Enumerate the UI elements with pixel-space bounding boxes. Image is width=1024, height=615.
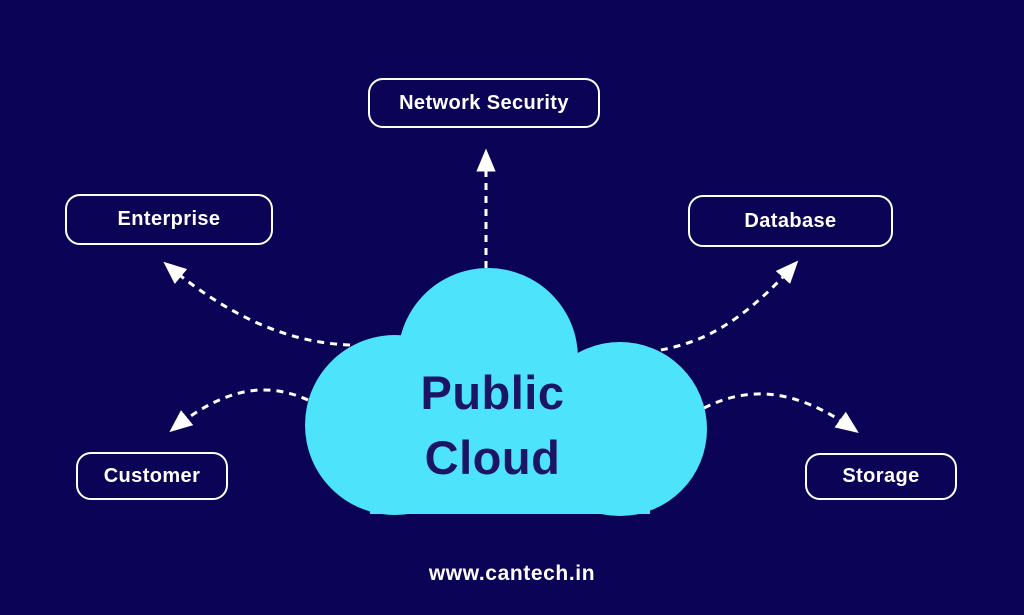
arrow-to-customer (169, 388, 309, 433)
node-database: Database (688, 195, 893, 247)
arrow-to-storage (703, 392, 859, 434)
node-network-security-label: Network Security (399, 91, 569, 114)
node-customer-label: Customer (103, 464, 201, 487)
arrow-to-database (647, 260, 799, 354)
node-storage: Storage (805, 453, 957, 500)
cloud-title-line2: Cloud (424, 431, 561, 484)
node-enterprise-label: Enterprise (117, 208, 221, 230)
website-url: www.cantech.in (428, 562, 596, 585)
node-storage-label: Storage (842, 465, 920, 487)
public-cloud-title: Public Cloud (365, 360, 620, 490)
arrow-to-enterprise (163, 261, 351, 347)
node-network-security: Network Security (368, 78, 600, 128)
cloud-title-line1: Public (420, 366, 565, 419)
node-customer: Customer (76, 452, 228, 500)
node-enterprise: Enterprise (65, 194, 273, 245)
node-database-label: Database (744, 209, 837, 232)
cloud-icon (305, 268, 707, 516)
